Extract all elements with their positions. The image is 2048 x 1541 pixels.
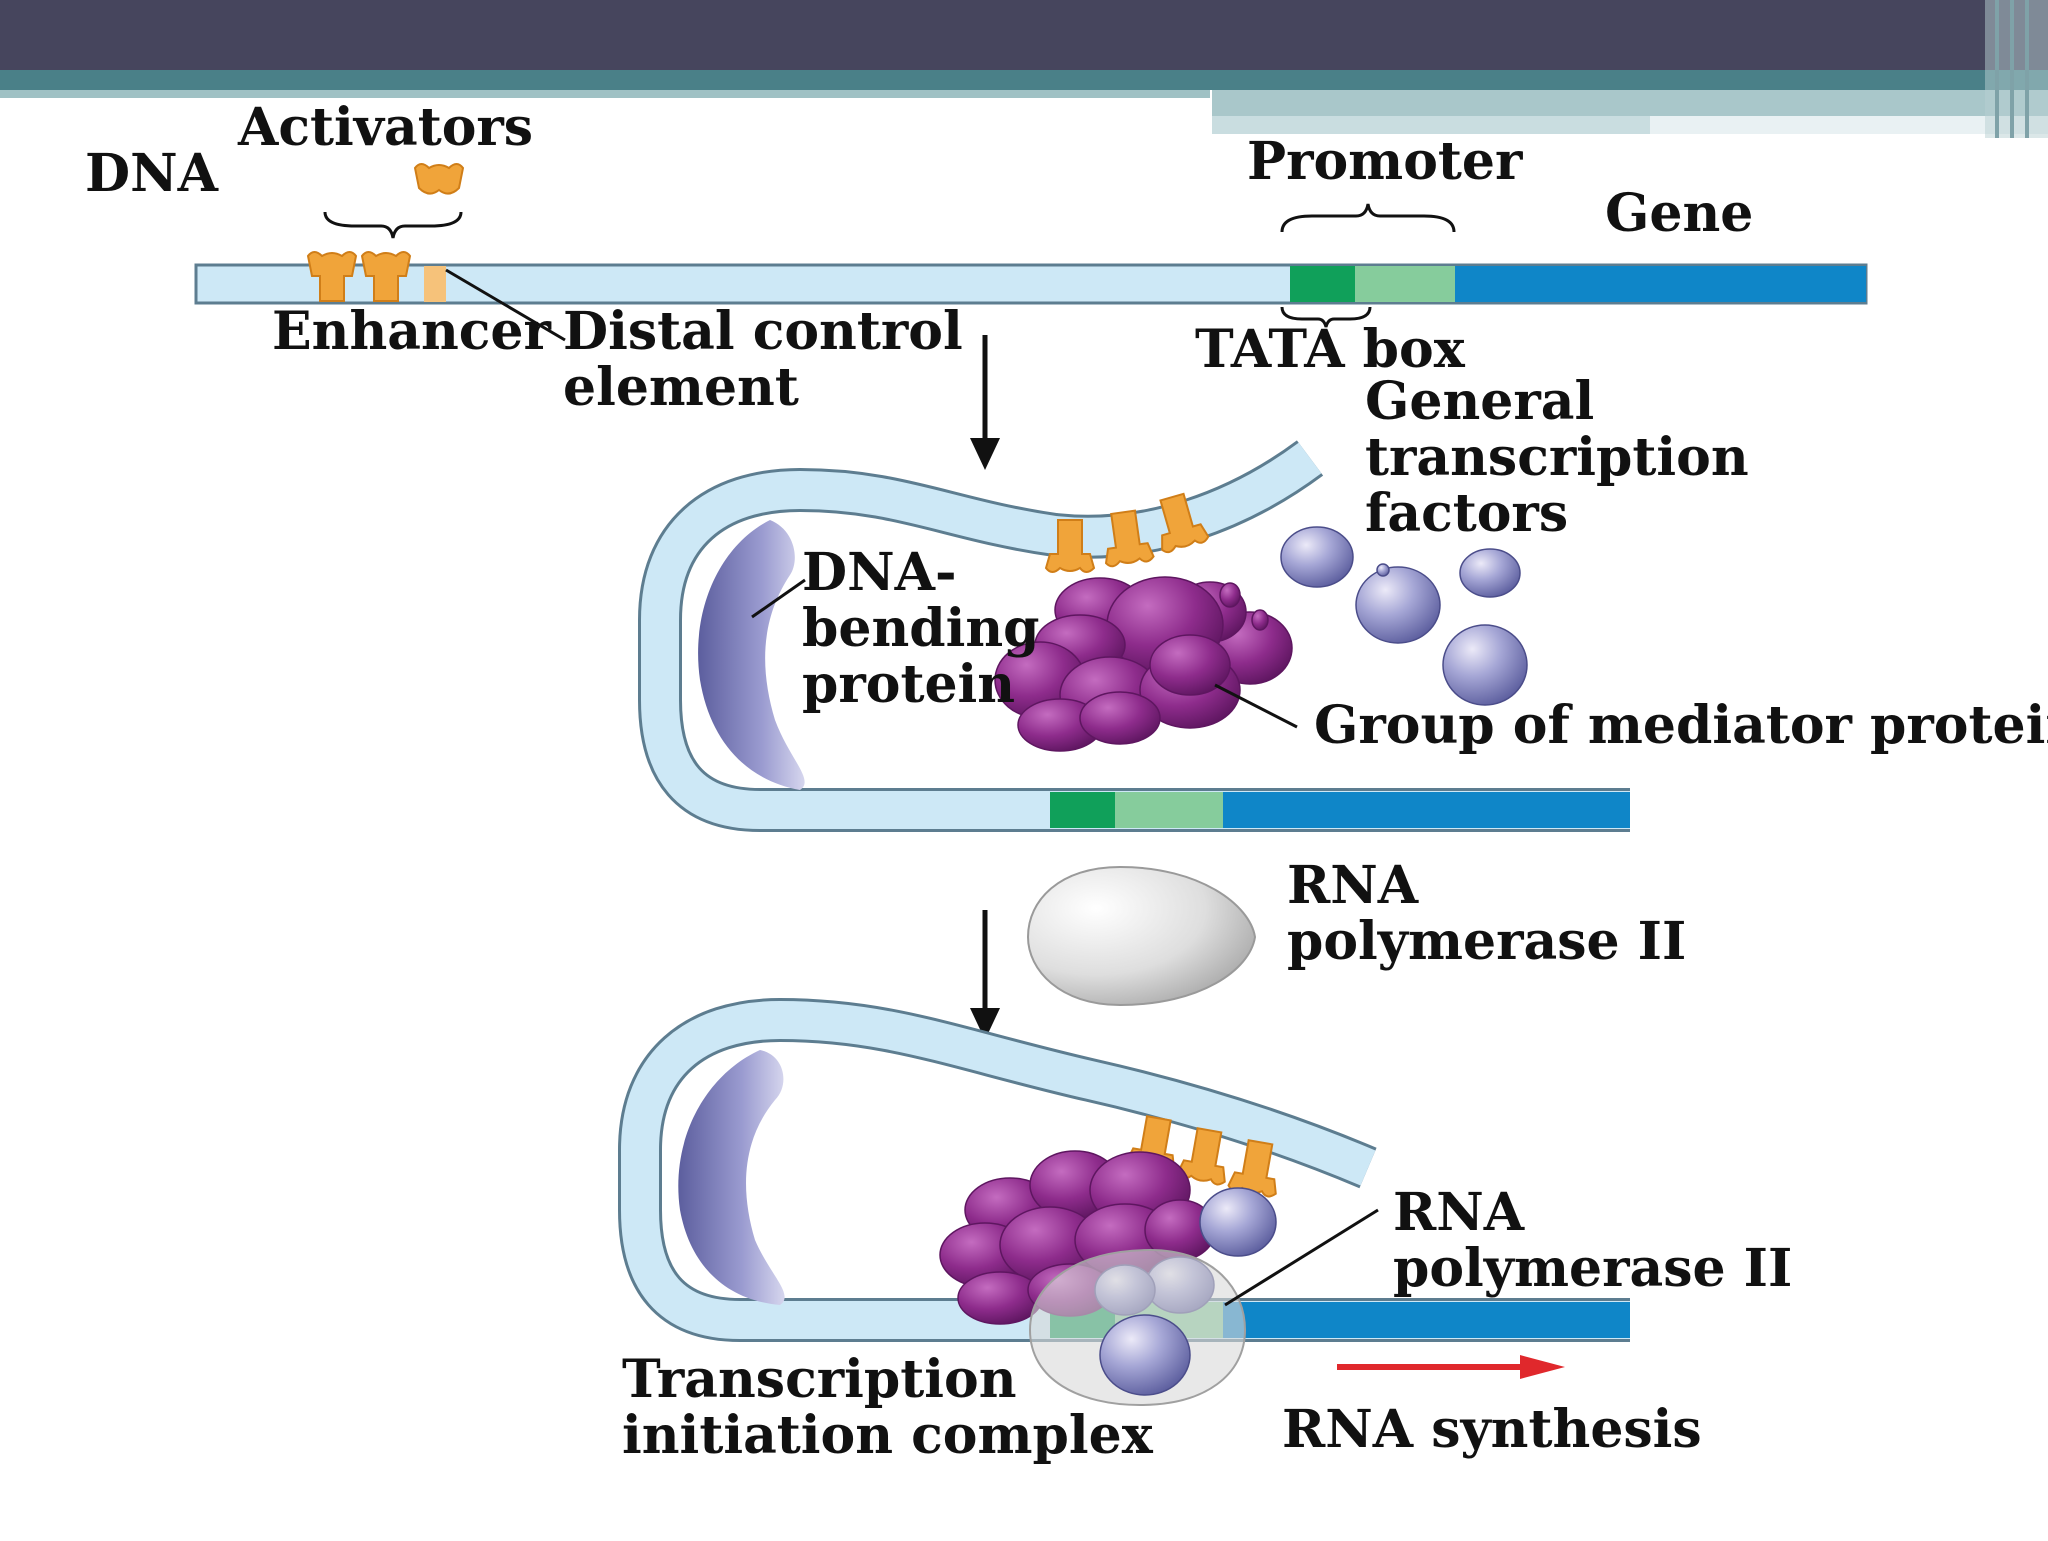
slide-header-bars [0, 0, 2048, 138]
step-arrow-2 [970, 910, 1000, 1040]
rnap-free-line-2: polymerase II [1287, 911, 1687, 972]
dna-label: DNA [85, 143, 218, 204]
dna-strand-middle [638, 440, 1630, 832]
rna-synthesis-arrow [1337, 1355, 1565, 1379]
gene-label: Gene [1605, 183, 1754, 244]
gtf-line-1: General [1365, 371, 1595, 432]
tic-line-1: Transcription [622, 1349, 1017, 1410]
rna-synthesis-label: RNA synthesis [1282, 1399, 1702, 1460]
dbp-line-3: protein [802, 654, 1016, 715]
mediator-proteins-middle [994, 576, 1293, 752]
activator-proteins-top [306, 163, 465, 302]
dna-bending-leader [751, 578, 806, 619]
dna-bending-protein-middle [698, 520, 805, 790]
rna-polymerase-ii-bound-label: RNA polymerase II [1393, 1185, 1792, 1297]
activators-label: Activators [238, 97, 534, 158]
gtf-line-3: factors [1365, 483, 1569, 544]
rnap-free-line-1: RNA [1287, 855, 1419, 916]
transcription-initiation-complex-label: Transcription initiation complex [622, 1352, 1153, 1464]
activator-proteins-middle [1044, 492, 1210, 573]
rna-polymerase-ii-free [1026, 865, 1257, 1007]
rna-polymerase-leader [1224, 1208, 1379, 1307]
tic-line-2: initiation complex [622, 1405, 1153, 1466]
mediator-proteins-bottom [939, 1150, 1216, 1325]
dbp-line-2: bending [802, 598, 1040, 659]
distal-control-line-1: Distal control [563, 301, 963, 362]
mediator-leader [1214, 683, 1298, 729]
distal-control-line-2: element [563, 357, 799, 418]
promoter-label: Promoter [1247, 131, 1523, 192]
general-transcription-factors-label: General transcription factors [1365, 374, 1749, 542]
dna-strand-top [194, 263, 1868, 305]
step-arrow-1 [970, 335, 1000, 470]
rna-polymerase-ii-free-label: RNA polymerase II [1287, 858, 1686, 970]
general-transcription-factors [1280, 526, 1528, 706]
dna-bending-protein-bottom [678, 1050, 785, 1305]
transcription-factor-in-complex [1099, 1314, 1191, 1396]
distal-control-element-label: Distal control element [563, 304, 963, 416]
braces-top [323, 203, 1456, 342]
rnap-bound-line-1: RNA [1393, 1182, 1525, 1243]
mediator-proteins-label: Group of mediator proteins [1314, 695, 2048, 756]
rnap-bound-line-2: polymerase II [1393, 1238, 1793, 1299]
enhancer-label: Enhancer [272, 301, 551, 362]
tata-box-label: TATA box [1195, 319, 1465, 380]
dbp-line-1: DNA- [802, 542, 957, 603]
dna-bending-protein-label: DNA- bending protein [802, 545, 1040, 713]
gtf-line-2: transcription [1365, 427, 1749, 488]
